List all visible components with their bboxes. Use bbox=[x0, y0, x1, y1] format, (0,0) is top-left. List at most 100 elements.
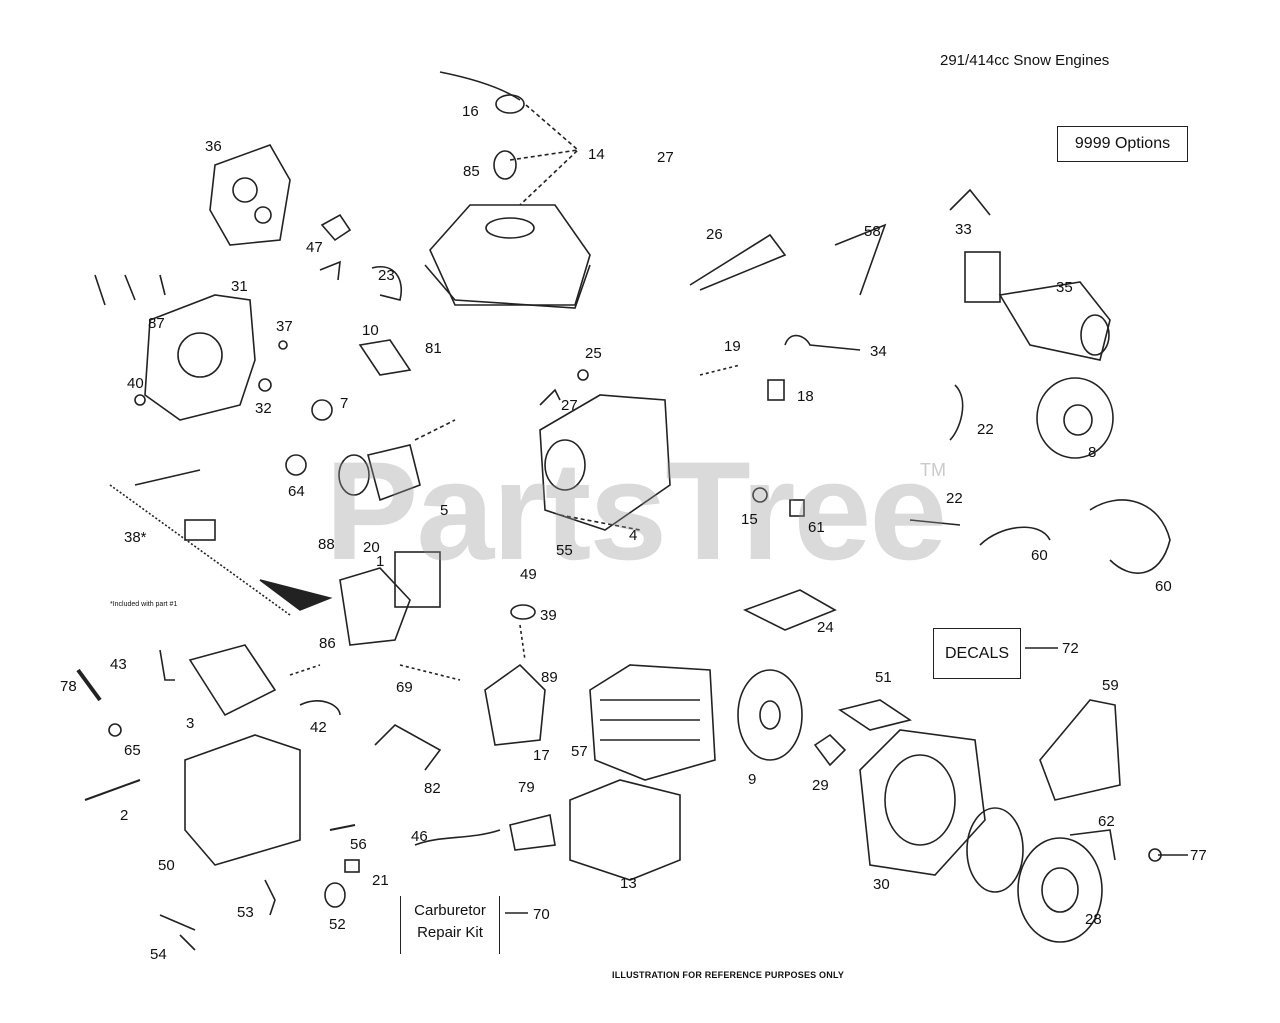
callout-46[interactable]: 46 bbox=[411, 828, 428, 845]
callout-72[interactable]: 72 bbox=[1062, 640, 1079, 657]
callout-17[interactable]: 17 bbox=[533, 747, 550, 764]
callout-4[interactable]: 4 bbox=[629, 527, 638, 544]
ring-5 bbox=[338, 454, 370, 496]
callout-16[interactable]: 16 bbox=[462, 103, 479, 120]
options-button[interactable]: 9999 Options bbox=[1057, 126, 1188, 162]
callout-21[interactable]: 21 bbox=[372, 872, 389, 889]
callout-26[interactable]: 26 bbox=[706, 226, 723, 243]
part-18 bbox=[767, 379, 785, 401]
callout-27[interactable]: 27 bbox=[657, 149, 674, 166]
callout-50[interactable]: 50 bbox=[158, 857, 175, 874]
part-78 bbox=[76, 668, 102, 702]
callout-36[interactable]: 36 bbox=[205, 138, 222, 155]
leader-14 bbox=[519, 104, 580, 206]
callout-40[interactable]: 40 bbox=[127, 375, 144, 392]
callout-82[interactable]: 82 bbox=[424, 780, 441, 797]
trademark-mark: TM bbox=[920, 460, 946, 480]
callout-56[interactable]: 56 bbox=[350, 836, 367, 853]
callout-22[interactable]: 22 bbox=[977, 421, 994, 438]
callout-85[interactable]: 85 bbox=[463, 163, 480, 180]
part-47 bbox=[320, 213, 352, 242]
callout-87[interactable]: 87 bbox=[148, 315, 165, 332]
callout-7[interactable]: 7 bbox=[340, 395, 349, 412]
callout-22[interactable]: 22 bbox=[946, 490, 963, 507]
callout-64[interactable]: 64 bbox=[288, 483, 305, 500]
part-60 bbox=[1089, 499, 1171, 574]
gasket-20 bbox=[394, 551, 441, 608]
callout-29[interactable]: 29 bbox=[812, 777, 829, 794]
callout-34[interactable]: 34 bbox=[870, 343, 887, 360]
callout-42[interactable]: 42 bbox=[310, 719, 327, 736]
callout-59[interactable]: 59 bbox=[1102, 677, 1119, 694]
callout-1[interactable]: 1 bbox=[376, 553, 385, 570]
callout-35[interactable]: 35 bbox=[1056, 279, 1073, 296]
part-43 bbox=[159, 649, 175, 681]
callout-43[interactable]: 43 bbox=[110, 656, 127, 673]
callout-60[interactable]: 60 bbox=[1031, 547, 1048, 564]
callout-61[interactable]: 61 bbox=[808, 519, 825, 536]
callout-32[interactable]: 32 bbox=[255, 400, 272, 417]
callout-86[interactable]: 86 bbox=[319, 635, 336, 652]
callout-9[interactable]: 9 bbox=[748, 771, 757, 788]
callout-33[interactable]: 33 bbox=[955, 221, 972, 238]
callout-51[interactable]: 51 bbox=[875, 669, 892, 686]
callout-70[interactable]: 70 bbox=[533, 906, 550, 923]
callout-25[interactable]: 25 bbox=[585, 345, 602, 362]
callout-5[interactable]: 5 bbox=[440, 502, 449, 519]
part-26 bbox=[689, 233, 787, 291]
callout-78[interactable]: 78 bbox=[60, 678, 77, 695]
bolts-top bbox=[94, 274, 166, 306]
callout-27[interactable]: 27 bbox=[561, 397, 578, 414]
seal-64 bbox=[285, 454, 307, 476]
part-51 bbox=[838, 699, 912, 731]
callout-52[interactable]: 52 bbox=[329, 916, 346, 933]
part-79 bbox=[509, 814, 556, 851]
page-title: 291/414cc Snow Engines bbox=[940, 52, 1110, 69]
callout-13[interactable]: 13 bbox=[620, 875, 637, 892]
part-53 bbox=[264, 879, 276, 916]
callout-60[interactable]: 60 bbox=[1155, 578, 1172, 595]
callout-19[interactable]: 19 bbox=[724, 338, 741, 355]
bolt-2 bbox=[84, 779, 141, 801]
callout-49[interactable]: 49 bbox=[520, 566, 537, 583]
callout-39[interactable]: 39 bbox=[540, 607, 557, 624]
callout-54[interactable]: 54 bbox=[150, 946, 167, 963]
callout-62[interactable]: 62 bbox=[1098, 813, 1115, 830]
rod-38 bbox=[134, 469, 201, 486]
callout-88[interactable]: 88 bbox=[318, 536, 335, 553]
decals-button[interactable]: DECALS bbox=[933, 628, 1021, 679]
part-82 bbox=[374, 724, 442, 771]
callout-15[interactable]: 15 bbox=[741, 511, 758, 528]
fuel-filter bbox=[493, 150, 517, 180]
callout-81[interactable]: 81 bbox=[425, 340, 442, 357]
callout-3[interactable]: 3 bbox=[186, 715, 195, 732]
callout-58[interactable]: 58 bbox=[864, 223, 881, 240]
callout-14[interactable]: 14 bbox=[588, 146, 605, 163]
callout-79[interactable]: 79 bbox=[518, 779, 535, 796]
callout-30[interactable]: 30 bbox=[873, 876, 890, 893]
callout-2[interactable]: 2 bbox=[120, 807, 129, 824]
callout-10[interactable]: 10 bbox=[362, 322, 379, 339]
fuel-cap bbox=[495, 94, 525, 114]
callout-31[interactable]: 31 bbox=[231, 278, 248, 295]
callout-53[interactable]: 53 bbox=[237, 904, 254, 921]
carburetor-repair-kit-button[interactable]: Carburetor Repair Kit bbox=[400, 896, 500, 954]
callout-89[interactable]: 89 bbox=[541, 669, 558, 686]
callout-28[interactable]: 28 bbox=[1085, 911, 1102, 928]
reference-note: ILLUSTRATION FOR REFERENCE PURPOSES ONLY bbox=[612, 970, 845, 980]
part-62 bbox=[1069, 829, 1116, 861]
callout-55[interactable]: 55 bbox=[556, 542, 573, 559]
callout-69[interactable]: 69 bbox=[396, 679, 413, 696]
callout-57[interactable]: 57 bbox=[571, 743, 588, 760]
callout-20[interactable]: 20 bbox=[363, 539, 380, 556]
callout-77[interactable]: 77 bbox=[1190, 847, 1207, 864]
callout-47[interactable]: 47 bbox=[306, 239, 323, 256]
callout-18[interactable]: 18 bbox=[797, 388, 814, 405]
callout-37[interactable]: 37 bbox=[276, 318, 293, 335]
callout-8[interactable]: 8 bbox=[1088, 444, 1097, 461]
callout-38[interactable]: 38* bbox=[124, 529, 147, 546]
callout-65[interactable]: 65 bbox=[124, 742, 141, 759]
callout-24[interactable]: 24 bbox=[817, 619, 834, 636]
callout-23[interactable]: 23 bbox=[378, 267, 395, 284]
